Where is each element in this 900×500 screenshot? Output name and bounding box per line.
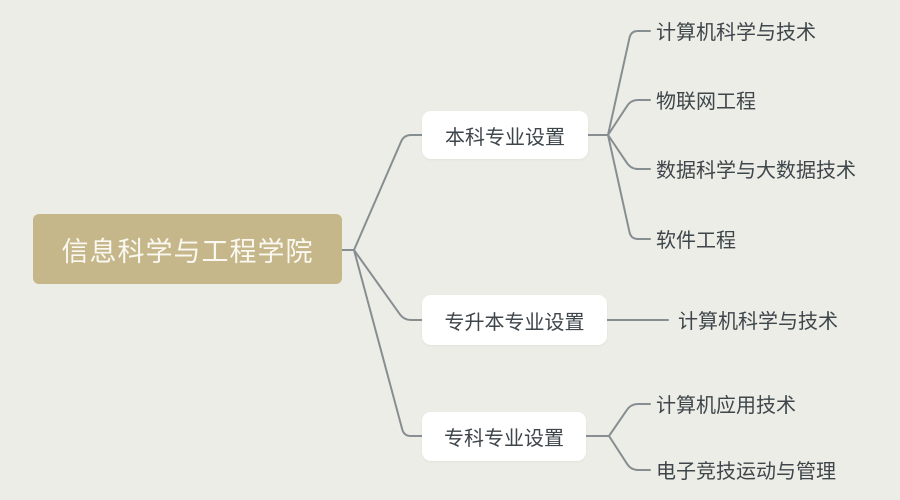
leaf-node-0-1[interactable]: 物联网工程 xyxy=(656,90,756,113)
leaf-node-0-3[interactable]: 软件工程 xyxy=(656,229,736,252)
leaf-node-2-1[interactable]: 电子竞技运动与管理 xyxy=(656,460,836,483)
root-node[interactable]: 信息科学与工程学院 xyxy=(33,214,342,284)
connector-line xyxy=(341,134,423,251)
leaf-node-0-0[interactable]: 计算机科学与技术 xyxy=(656,21,816,44)
connector-line xyxy=(585,403,651,437)
root-node-label: 信息科学与工程学院 xyxy=(61,236,314,267)
connector-line xyxy=(585,435,651,471)
connector-line xyxy=(587,134,651,170)
branch-node-label: 本科专业设置 xyxy=(445,126,565,149)
leaf-node-1-0[interactable]: 计算机科学与技术 xyxy=(678,310,838,333)
connector-line xyxy=(587,30,651,136)
branch-node-2[interactable]: 专科专业设置 xyxy=(422,412,586,461)
branch-node-0[interactable]: 本科专业设置 xyxy=(422,111,588,159)
connector-line xyxy=(341,249,423,437)
connector-line xyxy=(587,99,651,136)
branch-node-label: 专升本专业设置 xyxy=(444,311,585,334)
branch-node-label: 专科专业设置 xyxy=(444,428,564,450)
branch-node-1[interactable]: 专升本专业设置 xyxy=(422,295,607,345)
leaf-node-0-2[interactable]: 数据科学与大数据技术 xyxy=(656,159,856,182)
connector-line xyxy=(587,134,651,240)
connector-line xyxy=(341,249,423,321)
leaf-node-2-0[interactable]: 计算机应用技术 xyxy=(656,394,796,417)
